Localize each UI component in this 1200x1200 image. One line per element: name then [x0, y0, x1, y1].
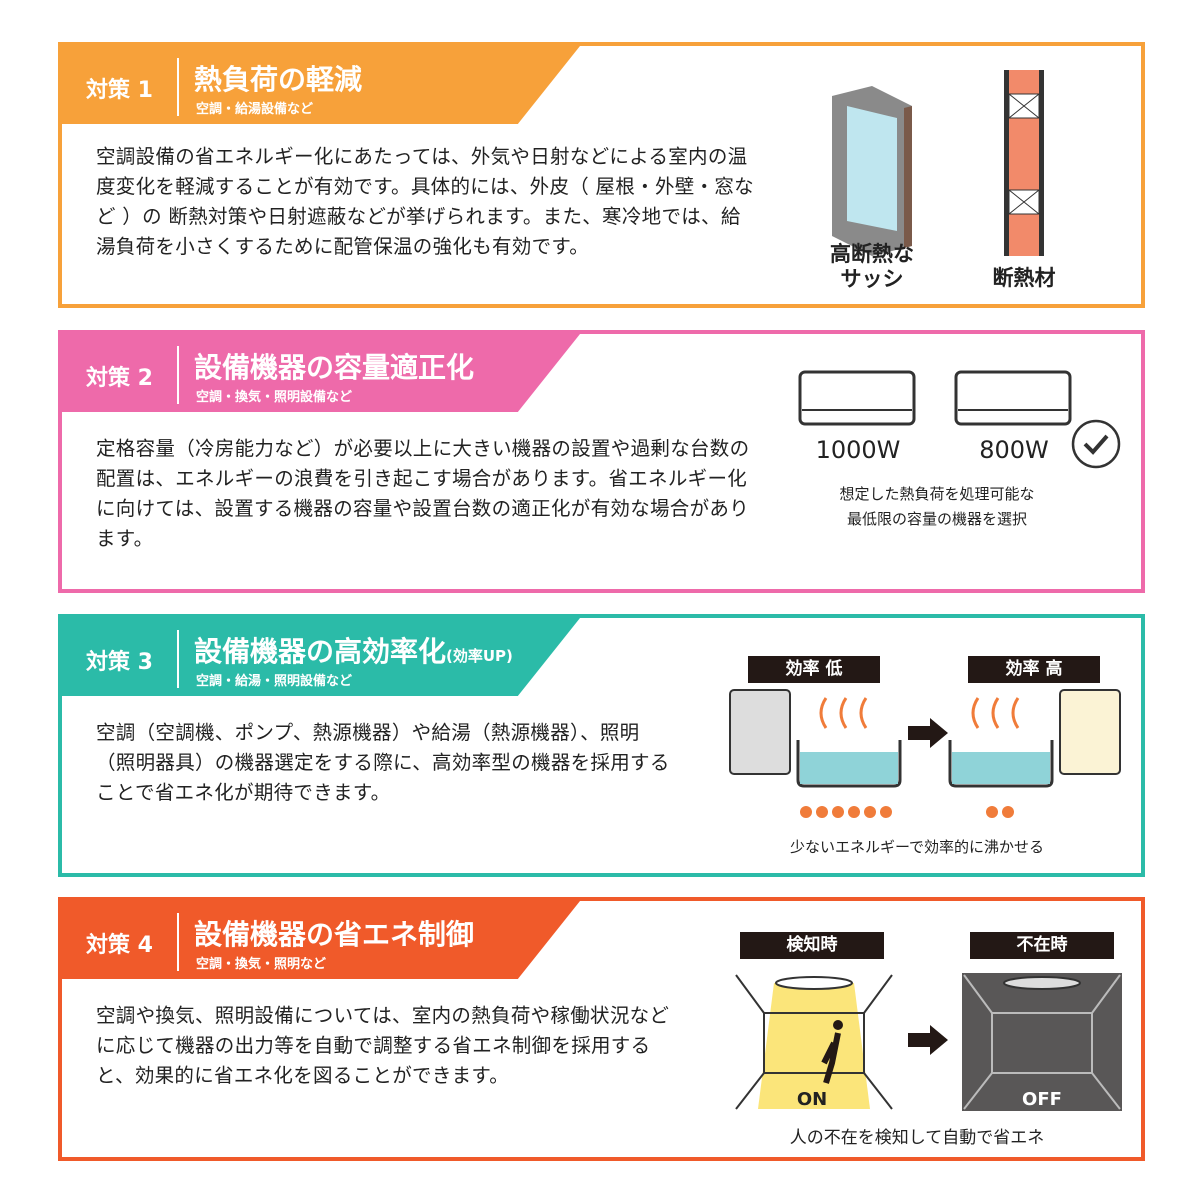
air-conditioner-small-icon [954, 370, 1072, 426]
section-1-header: 対策 1 熱負荷の軽減 空調・給湯設備など [62, 46, 580, 124]
window-sash-illustration [832, 86, 912, 256]
divider [177, 58, 179, 116]
section-title: 設備機器の高効率化(効率UP) [194, 630, 513, 670]
high-efficiency-heater-illustration [948, 689, 1121, 818]
absent-tag: 不在時 [970, 932, 1114, 959]
section-subtitle: 空調・換気・照明など [196, 957, 327, 972]
section-2: 対策 2 設備機器の容量適正化 空調・換気・照明設備など 定格容量（冷房能力など… [58, 330, 1145, 593]
insulation-illustration [1004, 70, 1044, 256]
section-2-header: 対策 2 設備機器の容量適正化 空調・換気・照明設備など [62, 334, 580, 412]
section-3: 対策 3 設備機器の高効率化(効率UP) 空調・給湯・照明設備など 空調（空調機… [58, 614, 1145, 877]
section-number: 対策 2 [86, 366, 153, 391]
room-light-off-illustration [962, 973, 1122, 1111]
section-caption: 人の不在を検知して自動で省エネ [789, 1128, 1045, 1148]
state-off: OFF [1022, 1089, 1062, 1110]
state-on: ON [796, 1089, 828, 1110]
room-light-on-illustration [734, 973, 894, 1111]
arrow-right-icon [908, 718, 948, 748]
section-body: 空調（空調機、ポンプ、熱源機器）や給湯（熱源機器）、照明（照明器具）の機器選定を… [96, 721, 670, 804]
efficiency-low-tag: 効率 低 [748, 656, 880, 683]
section-title: 熱負荷の軽減 [194, 63, 363, 96]
efficiency-high-tag: 効率 高 [968, 656, 1100, 683]
section-title: 設備機器の省エネ制御 [194, 918, 475, 951]
section-caption: 少ないエネルギーで効率的に沸かせる [789, 838, 1045, 856]
title-text: 設備機器の高効率化 [194, 635, 447, 668]
section-number: 対策 3 [86, 650, 153, 675]
air-conditioner-large-icon [798, 370, 916, 426]
arrow-right-icon [908, 1025, 948, 1055]
section-subtitle: 空調・給湯設備など [196, 102, 314, 117]
section-subtitle: 空調・換気・照明設備など [196, 390, 353, 405]
section-body: 定格容量（冷房能力など）が必要以上に大きい機器の設置や過剰な台数の配置は、エネル… [96, 437, 750, 550]
capacity-1000w: 1000W [815, 436, 901, 464]
section-3-header: 対策 3 設備機器の高効率化(効率UP) 空調・給湯・照明設備など [62, 618, 580, 696]
section-number: 対策 4 [86, 933, 153, 958]
divider [177, 346, 179, 404]
divider [177, 913, 179, 971]
section-1: 対策 1 熱負荷の軽減 空調・給湯設備など 空調設備の省エネルギー化にあたっては… [58, 42, 1145, 308]
capacity-800w: 800W [979, 436, 1049, 464]
section-body: 空調や換気、照明設備については、室内の熱負荷や稼働状況などに応じて機器の出力等を… [96, 1004, 670, 1087]
check-icon [1071, 419, 1121, 469]
detected-tag: 検知時 [740, 932, 884, 959]
section-subtitle: 空調・給湯・照明設備など [196, 674, 353, 689]
section-4-header: 対策 4 設備機器の省エネ制御 空調・換気・照明など [62, 901, 580, 979]
section-body: 空調設備の省エネルギー化にあたっては、外気や日射などによる室内の温度変化を軽減す… [96, 145, 754, 258]
low-efficiency-heater-illustration [729, 689, 902, 818]
divider [177, 630, 179, 688]
title-suffix: (効率UP) [446, 647, 513, 665]
sash-label: 高断熱な サッシ [830, 242, 914, 291]
section-title: 設備機器の容量適正化 [194, 351, 475, 384]
section-caption: 想定した熱負荷を処理可能な 最低限の容量の機器を選択 [839, 485, 1035, 528]
insulation-label: 断熱材 [992, 266, 1056, 290]
section-number: 対策 1 [86, 78, 153, 103]
section-4: 対策 4 設備機器の省エネ制御 空調・換気・照明など 空調や換気、照明設備につい… [58, 897, 1145, 1161]
